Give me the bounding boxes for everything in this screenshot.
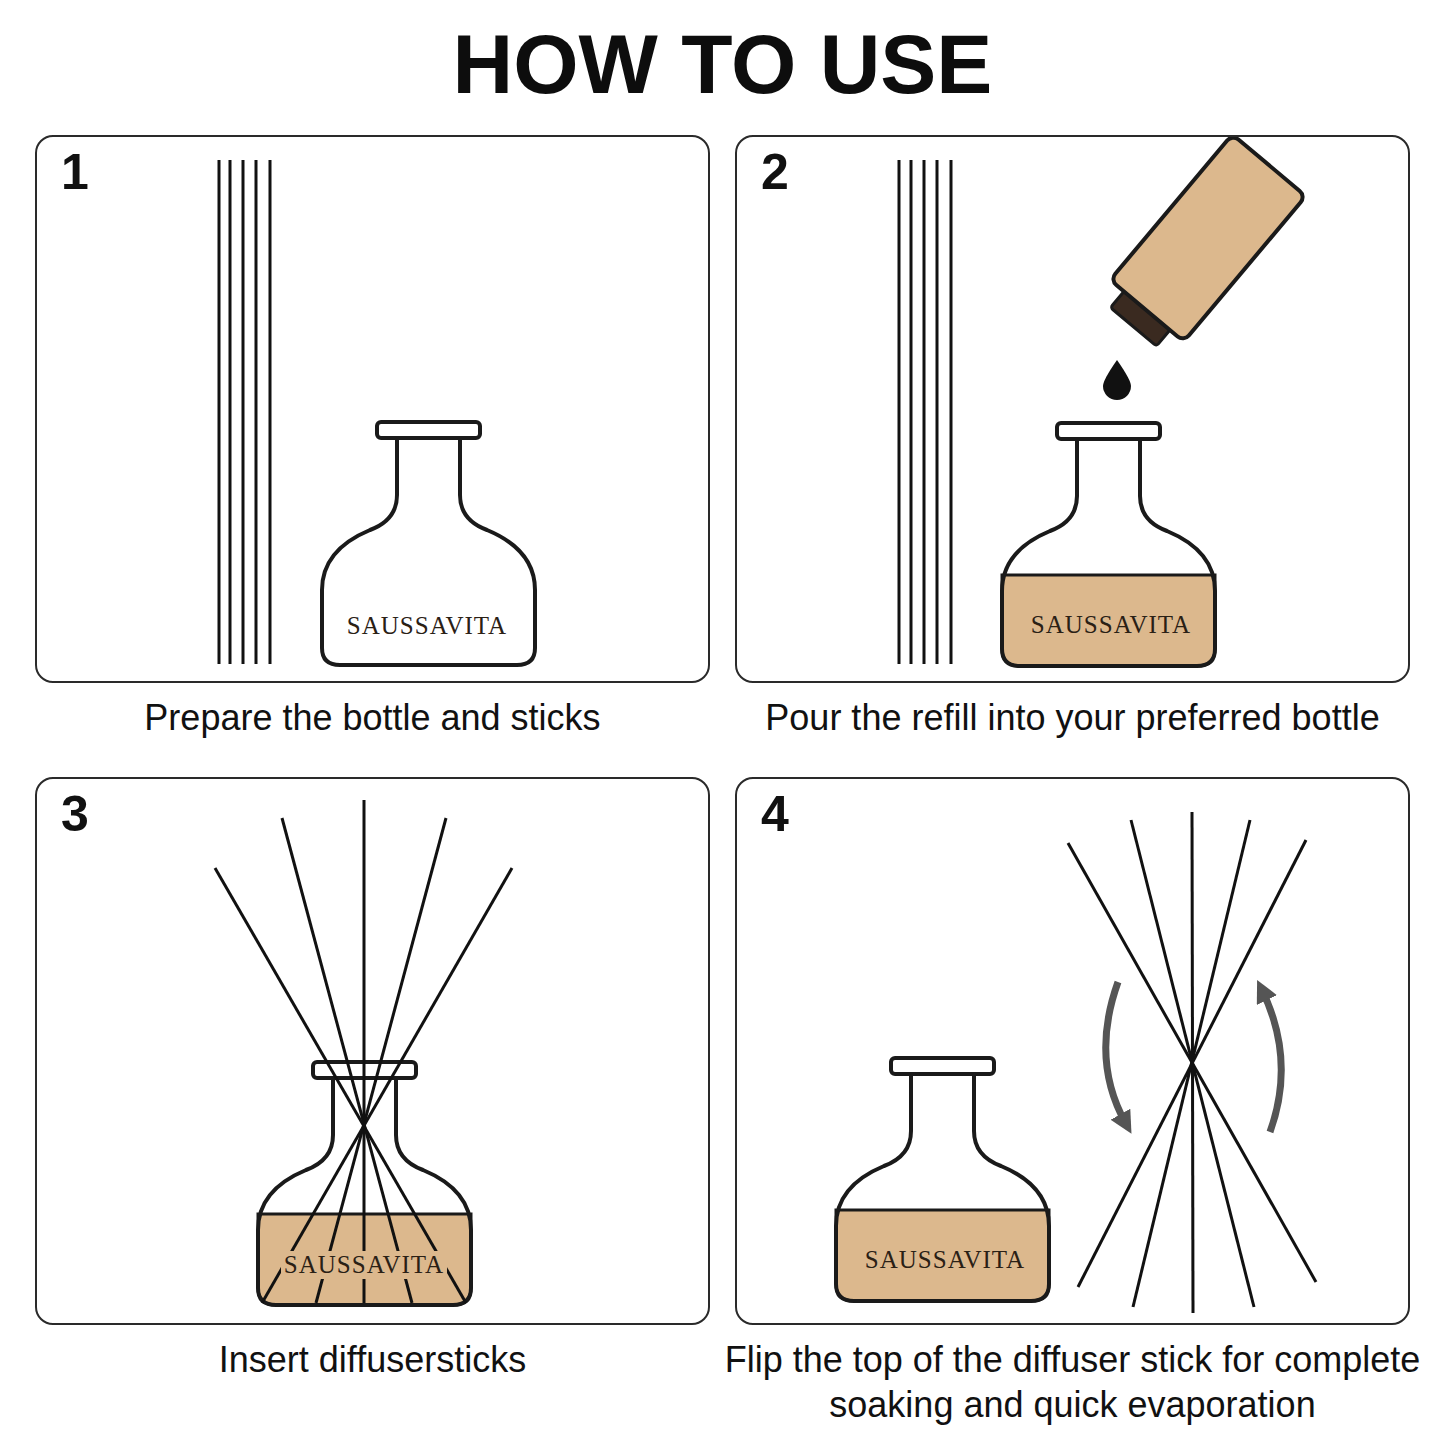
oil-drop — [1103, 360, 1131, 400]
label-holder: SAUSSAVITA — [795, 1246, 1095, 1274]
step-caption: Flip the top of the diffuser stick for c… — [713, 1337, 1433, 1427]
label-holder: SAUSSAVITA — [961, 611, 1261, 639]
brand-label: SAUSSAVITA — [862, 1246, 1028, 1274]
title-holder: HOW TO USE — [0, 18, 1445, 110]
brand-label: SAUSSAVITA — [1028, 611, 1194, 639]
step-panel: 3Insert diffusersticks — [35, 777, 710, 1325]
step-panel: 1Prepare the bottle and sticks — [35, 135, 710, 683]
brand-label: SAUSSAVITA — [344, 612, 510, 640]
filled-bottle — [1002, 423, 1215, 666]
diffuser-sticks — [899, 160, 951, 664]
refill-bottle — [1097, 134, 1306, 357]
step-caption: Prepare the bottle and sticks — [23, 695, 723, 740]
step-panel: 4Flip the top of the diffuser stick for … — [735, 777, 1410, 1325]
step-number: 2 — [761, 145, 789, 200]
inserted-sticks — [215, 800, 512, 1303]
brand-label: SAUSSAVITA — [281, 1251, 447, 1279]
filled-bottle — [836, 1058, 1049, 1301]
step-number: 1 — [61, 145, 89, 200]
step-panel: 2Pour the refill into your preferred bot… — [735, 135, 1410, 683]
step-number: 4 — [761, 787, 789, 842]
step-caption: Insert diffusersticks — [23, 1337, 723, 1382]
flipped-sticks — [1068, 812, 1316, 1313]
step-caption: Pour the refill into your preferred bott… — [718, 695, 1428, 740]
flip-arrow — [1106, 982, 1126, 1124]
empty-bottle — [322, 422, 535, 665]
page-title: HOW TO USE — [453, 18, 993, 110]
diffuser-sticks — [219, 160, 270, 664]
flip-arrow — [1262, 990, 1281, 1132]
label-holder: SAUSSAVITA — [214, 1251, 514, 1279]
label-holder: SAUSSAVITA — [277, 612, 577, 640]
step-number: 3 — [61, 787, 89, 842]
